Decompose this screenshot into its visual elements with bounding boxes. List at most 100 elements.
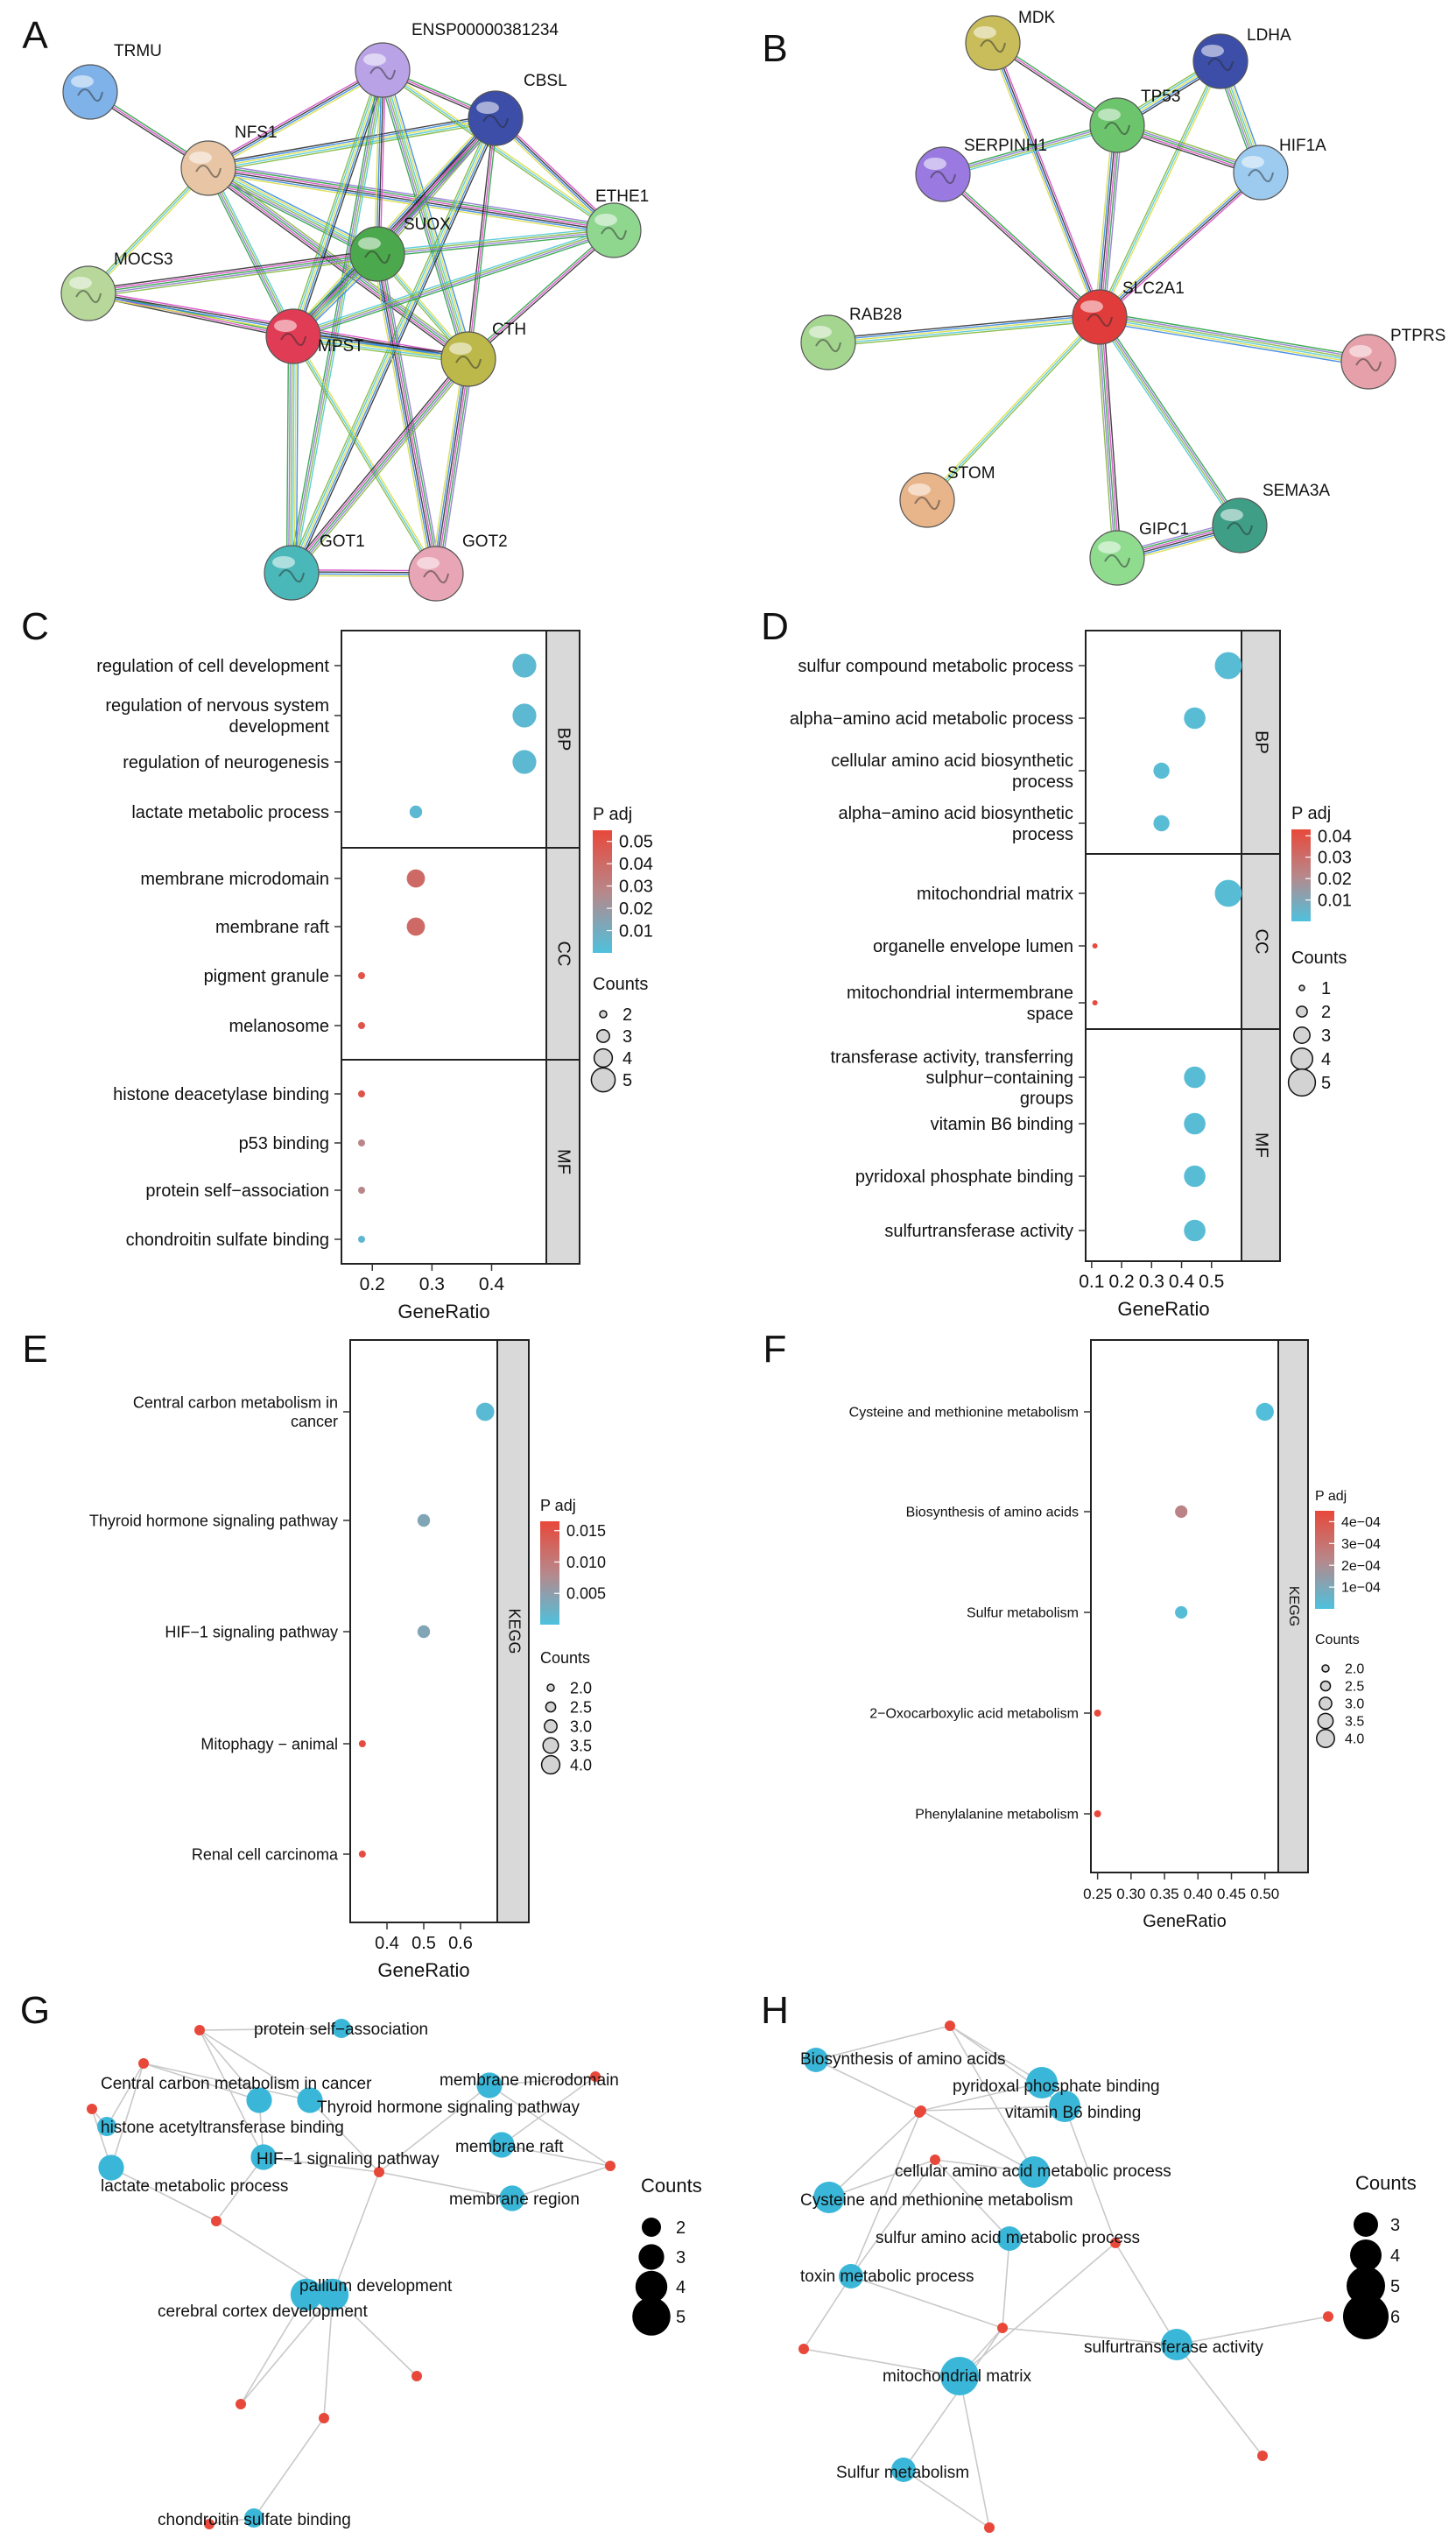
edge-cth-got1 — [291, 358, 469, 574]
color-legend-title: P adj — [1291, 804, 1331, 823]
edge-suox-got2 — [376, 254, 436, 575]
size-legend-title: Counts — [1315, 1633, 1360, 1647]
edge-mpst-got1 — [293, 336, 297, 574]
term-node-central-carbon-metabolism-in-cancer — [246, 2087, 272, 2113]
edge-ldha-slc2a1 — [1099, 60, 1221, 318]
term-label-mitochondrial-matrix: mitochondrial matrix — [883, 2367, 1031, 2386]
node-label-got1: GOT1 — [320, 532, 365, 551]
edge-cbsl-cth — [469, 118, 498, 360]
term-label-hif-1-signaling-pathway: HIF−1 signaling pathway — [257, 2150, 440, 2169]
node-highlight — [1080, 300, 1103, 313]
size-legend-label: 3.0 — [1345, 1697, 1364, 1712]
edge-gipc1-slc2a1 — [1101, 316, 1120, 558]
term-node-membrane-raft — [489, 2132, 515, 2158]
edge-cth-got2 — [436, 359, 470, 575]
term-node-toxin-metabolic-process — [839, 2264, 863, 2289]
term-node-hif-1-signaling-pathway — [250, 2144, 277, 2170]
edge — [850, 2159, 936, 2277]
term-node-cysteine-and-methionine-metabolism — [813, 2182, 845, 2213]
protein-structure-icon — [601, 227, 627, 240]
node-highlight — [417, 557, 440, 569]
edge — [815, 2059, 922, 2112]
edge-ensp00000381234-mpst — [291, 69, 382, 336]
term-node-membrane-microdomain — [476, 2072, 503, 2098]
edge-nfs1-ethe1 — [208, 162, 615, 227]
size-legend-label: 2 — [1321, 1003, 1331, 1022]
panel-letter-f: F — [763, 1328, 787, 1371]
edge — [240, 2294, 307, 2405]
edge-gipc1-slc2a1 — [1102, 316, 1122, 558]
edge-nfs1-ensp00000381234 — [208, 70, 383, 170]
edge — [815, 2025, 951, 2061]
size-legend-title: Counts — [1355, 2172, 1417, 2194]
size-legend-dot — [1350, 2239, 1382, 2271]
dot-transferase-activity-transferring-sulphur-containing-groups — [1184, 1066, 1206, 1089]
node-highlight — [69, 277, 92, 289]
edge — [240, 2294, 334, 2405]
dot-sulfur-compound-metabolic-process — [1214, 652, 1242, 680]
edge-cbsl-cth — [468, 117, 496, 360]
term-label: process — [1012, 825, 1073, 844]
node-label-suox: SUOX — [404, 215, 451, 234]
term-label: pigment granule — [204, 967, 329, 986]
term-node-sulfur-metabolism — [891, 2458, 916, 2482]
term-label: regulation of cell development — [96, 657, 329, 676]
size-legend-dot — [1316, 1729, 1335, 1748]
term-node-pyridoxal-phosphate-binding — [1026, 2067, 1058, 2098]
dot-thyroid-hormone-signaling-pathway — [417, 1513, 431, 1527]
size-legend-label: 5 — [1321, 1074, 1331, 1093]
edge — [920, 2110, 1035, 2173]
edge-suox-got2 — [377, 253, 438, 574]
panel-frame — [1085, 1028, 1242, 1262]
edge-rab28-slc2a1 — [828, 318, 1101, 345]
term-node-pallium-development — [316, 2278, 349, 2311]
size-legend-label: 4 — [622, 1049, 632, 1068]
x-tick-label: 0.4 — [1169, 1272, 1195, 1292]
term-label: Renal cell carcinoma — [192, 1845, 339, 1863]
size-legend-dot — [1293, 1026, 1311, 1044]
color-legend-title: P adj — [540, 1497, 576, 1514]
edge-ensp00000381234-suox — [374, 69, 381, 254]
edge-gipc1-slc2a1 — [1099, 316, 1118, 559]
gene-node — [930, 2155, 940, 2165]
edge-nfs1-ethe1 — [208, 165, 615, 229]
node-highlight — [1349, 345, 1372, 357]
edge-tp53-serpinh1 — [943, 125, 1118, 176]
term-label: sulphur−containing — [926, 1068, 1073, 1088]
node-highlight — [274, 320, 297, 332]
edge — [511, 2165, 611, 2199]
edge-ptprs-slc2a1 — [1100, 311, 1370, 358]
edge-ptprs-slc2a1 — [1099, 317, 1368, 363]
size-legend-dot — [545, 1701, 557, 1713]
edge — [934, 2159, 1010, 2239]
edge-mpst-got2 — [292, 335, 437, 575]
edge — [1064, 2105, 1116, 2244]
node-label-sema3a: SEMA3A — [1263, 482, 1330, 500]
color-legend-tick-label: 0.05 — [619, 833, 653, 852]
edge-ensp00000381234-mpst — [294, 70, 385, 337]
edge-mpst-ethe1 — [292, 227, 614, 335]
edge-ensp00000381234-cth — [379, 70, 467, 361]
node-highlight — [1201, 45, 1224, 57]
edge — [803, 2275, 852, 2350]
x-tick-label: 0.30 — [1116, 1886, 1145, 1902]
color-legend-tick-label: 0.010 — [566, 1554, 606, 1571]
size-legend-dot — [1319, 1696, 1333, 1710]
term-label: Phenylalanine metabolism — [915, 1808, 1079, 1823]
edge-suox-ethe1 — [377, 230, 615, 256]
node-label-got2: GOT2 — [462, 532, 508, 551]
edge-sema3a-slc2a1 — [1098, 317, 1240, 527]
edge-ensp00000381234-ethe1 — [383, 67, 615, 229]
term-label: mitochondrial intermembrane — [847, 984, 1073, 1003]
term-node-histone-acetyltransferase-binding — [97, 2117, 116, 2136]
edge-ensp00000381234-mpst — [289, 68, 380, 335]
panel-letter-d: D — [761, 605, 789, 648]
size-legend-dot — [1347, 2267, 1385, 2305]
color-legend-tick-label: 2e−04 — [1341, 1559, 1381, 1574]
edge-nfs1-mocs3 — [88, 167, 209, 294]
edge-nfs1-ensp00000381234 — [209, 72, 384, 172]
